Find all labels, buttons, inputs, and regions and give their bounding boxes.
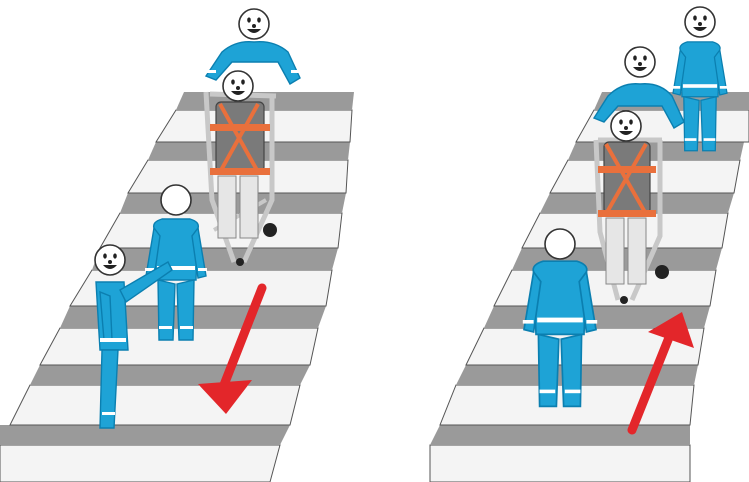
panel-descending xyxy=(0,9,354,482)
rescuer-top xyxy=(206,9,301,84)
panel-ascending xyxy=(430,7,749,482)
